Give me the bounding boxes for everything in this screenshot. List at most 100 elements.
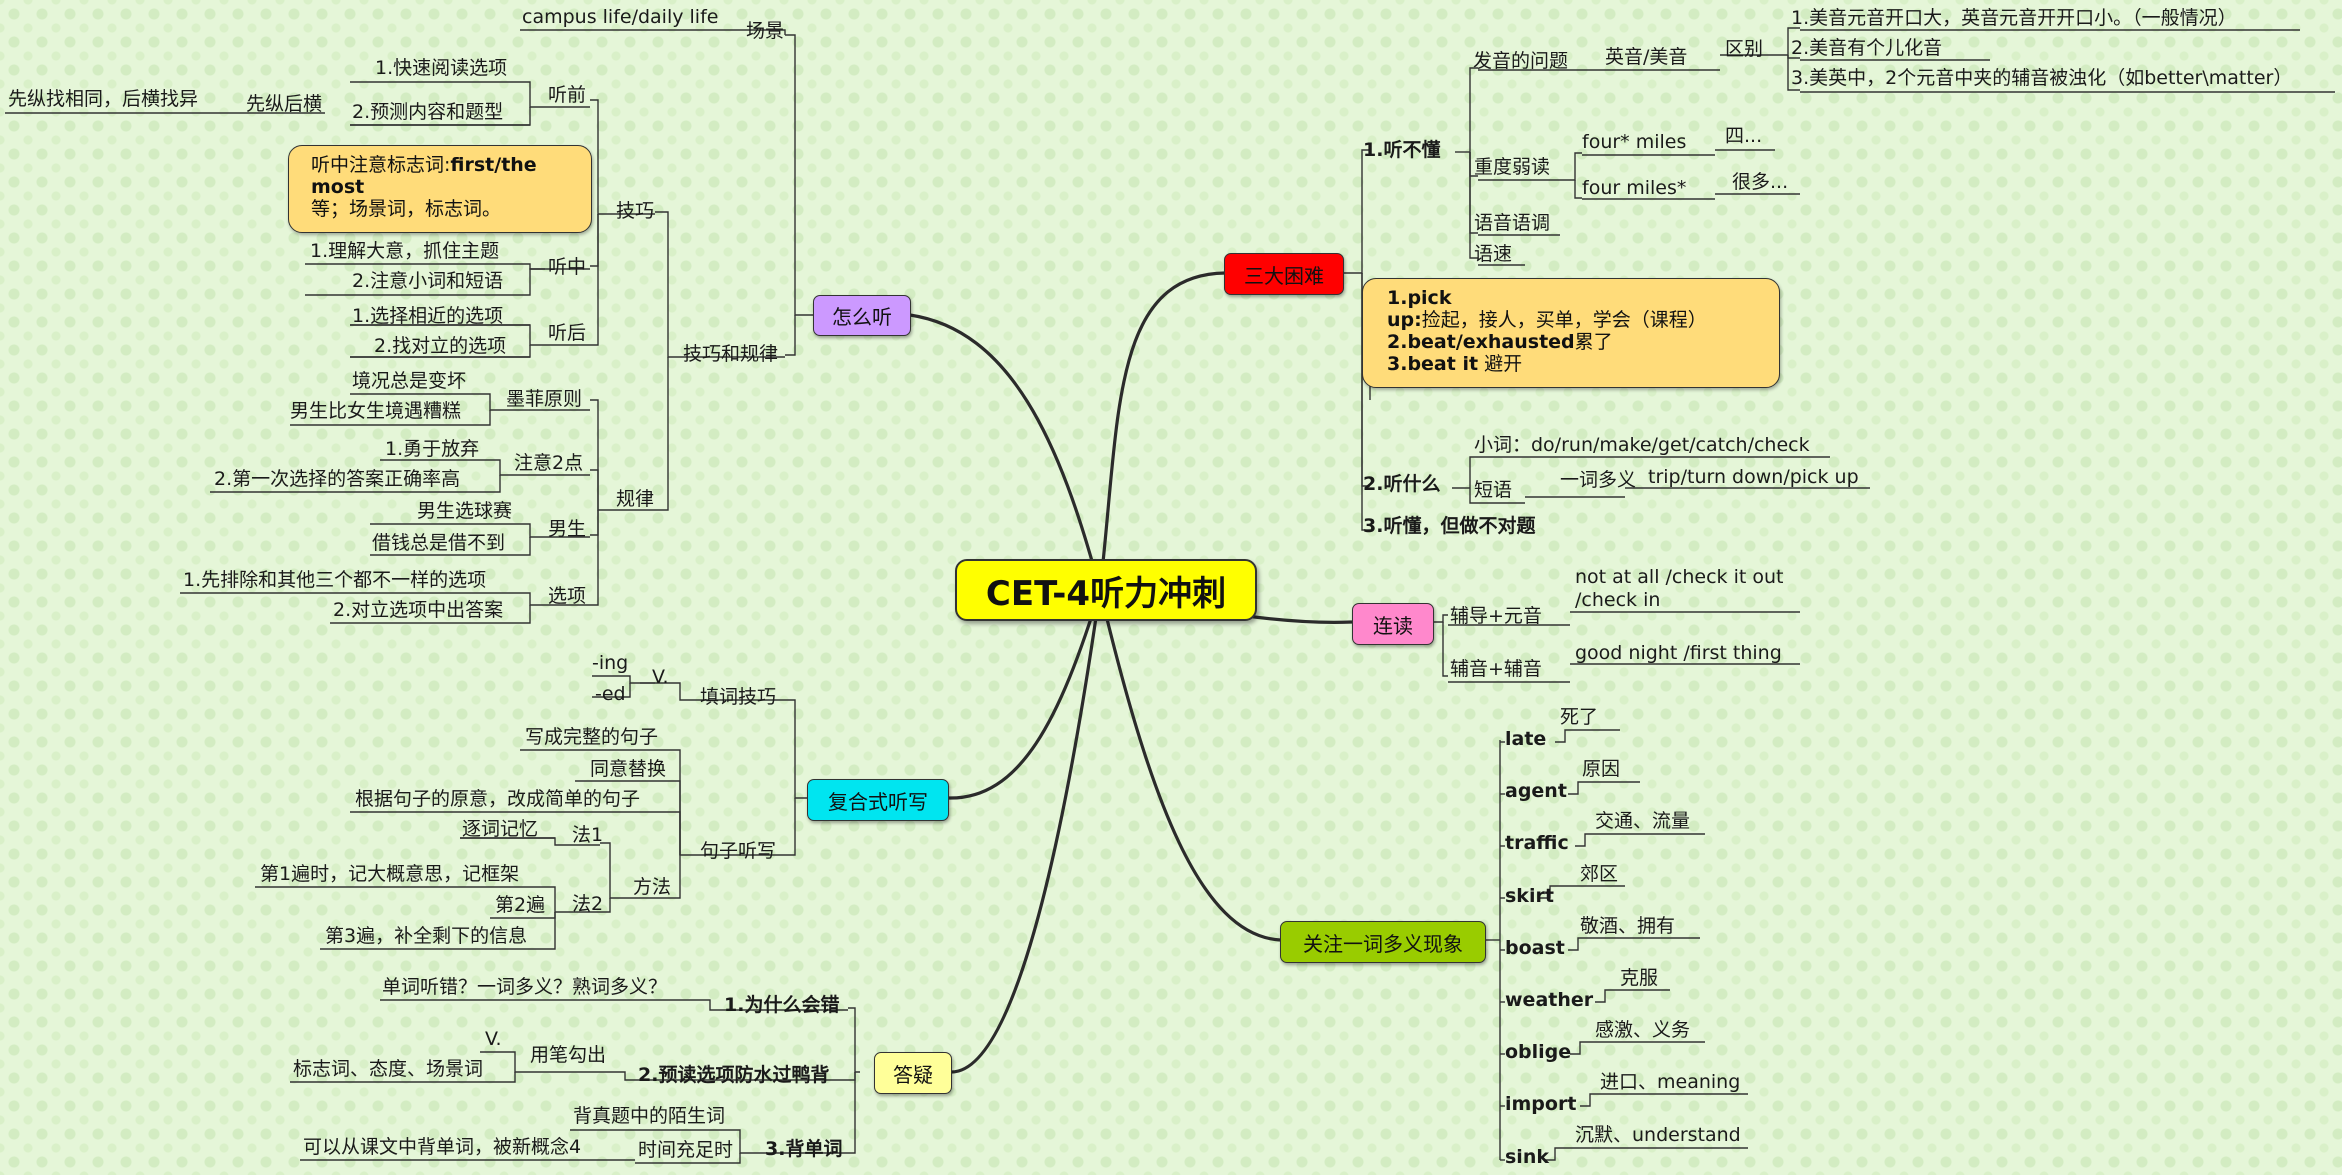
label-yici[interactable]: 一词多义 [1560,469,1637,491]
label-tq1[interactable]: 1.快速阅读选项 [375,57,508,79]
label-qubie[interactable]: 区别 [1725,38,1764,60]
label-four2[interactable]: four miles* [1582,177,1687,199]
label-v[interactable]: V. [652,666,669,688]
label-changjing[interactable]: 场景 [746,20,785,42]
label-biaozhi[interactable]: 标志词、态度、场景词 [293,1058,484,1080]
polysemy-word[interactable]: weather [1505,989,1594,1011]
label-d1-v[interactable]: 单词听错？一词多义？熟词多义？ [382,976,668,998]
label-th2[interactable]: 2.找对立的选项 [374,335,507,357]
label-zy1[interactable]: 1.勇于放弃 [385,438,480,460]
label-ns1[interactable]: 男生选球赛 [417,500,513,522]
label-yuyin[interactable]: 语音语调 [1474,212,1551,234]
polysemy-word[interactable]: skirt [1505,884,1554,907]
polysemy-word[interactable]: agent [1505,780,1567,803]
polysemy-meaning[interactable]: 原因 [1582,758,1621,781]
label-t3[interactable]: 3.听懂，但做不对题 [1363,515,1536,537]
label-juzi[interactable]: 句子听写 [700,840,777,862]
label-mofei[interactable]: 墨菲原则 [506,388,583,410]
label-t2[interactable]: 2.听什么 [1363,473,1441,495]
label-fy[interactable]: 辅导+元音 [1450,605,1542,627]
label-zy2[interactable]: 2.第一次选择的答案正确率高 [214,468,461,490]
label-tq2[interactable]: 2.预测内容和题型 [352,101,504,123]
label-qb2[interactable]: 2.美音有个儿化音 [1791,37,1943,59]
label-jiqiao-guilv[interactable]: 技巧和规律 [683,343,779,365]
topic-guanzhu[interactable]: 关注一词多义现象 [1280,921,1486,963]
label-dayi-v[interactable]: V. [485,1028,502,1050]
label-kewen[interactable]: 可以从课文中背单词，被新概念4 [303,1136,582,1158]
topic-sanda[interactable]: 三大困难 [1224,253,1344,295]
label-j2[interactable]: 同意替换 [590,758,667,780]
polysemy-word[interactable]: oblige [1505,1041,1572,1064]
label-xx1[interactable]: 1.先排除和其他三个都不一样的选项 [183,569,487,591]
polysemy-word[interactable]: import [1505,1093,1577,1116]
polysemy-meaning[interactable]: 郊区 [1580,862,1619,885]
label-xianzong-desc[interactable]: 先纵找相同，后横找异 [8,88,199,110]
label-jiqiao[interactable]: 技巧 [616,200,655,222]
label-yingmei[interactable]: 英音/美音 [1605,46,1688,68]
label-fa2[interactable]: 法2 [572,893,604,915]
polysemy-word[interactable]: boast [1505,936,1565,959]
label-fangfa[interactable]: 方法 [633,876,672,898]
label-fa2-1[interactable]: 第1遍时，记大概意思，记框架 [260,863,520,885]
label-mf1[interactable]: 境况总是变坏 [352,370,467,392]
label-xx2[interactable]: 2.对立选项中出答案 [333,599,504,621]
label-zhenti[interactable]: 背真题中的陌生词 [573,1105,726,1127]
label-four2v[interactable]: 很多... [1732,171,1789,193]
polysemy-meaning[interactable]: 交通、流量 [1595,810,1691,833]
label-qb3[interactable]: 3.美英中，2个元音中夹的辅音被浊化（如better\matter） [1791,67,2293,89]
label-fy-v1[interactable]: not at all /check it out /check in [1575,566,1784,611]
polysemy-meaning[interactable]: 沉默、understand [1575,1123,1741,1146]
label-four1[interactable]: four* miles [1582,131,1687,153]
label-zhongdu[interactable]: 重度弱读 [1474,156,1551,178]
label-tinghou[interactable]: 听后 [548,322,587,344]
label-yici-v[interactable]: trip/turn down/pick up [1648,466,1859,488]
topic-fuhe[interactable]: 复合式听写 [807,779,949,821]
label-xuanxiang[interactable]: 选项 [548,585,587,607]
polysemy-word[interactable]: traffic [1505,832,1569,855]
label-th1[interactable]: 1.选择相近的选项 [352,305,504,327]
polysemy-meaning[interactable]: 克服 [1620,967,1659,989]
label-fa2-3[interactable]: 第3遍，补全剩下的信息 [325,925,528,947]
label-fa2-2[interactable]: 第2遍 [495,894,546,916]
label-ff-v[interactable]: good night /first thing [1575,642,1782,664]
label-guilv[interactable]: 规律 [616,488,655,510]
label-tingzhong[interactable]: 听中 [548,256,587,278]
polysemy-meaning[interactable]: 进口、meaning [1600,1071,1741,1094]
label-d1[interactable]: 1.为什么会错 [724,994,840,1016]
central-topic[interactable]: CET-4听力冲刺 [955,559,1257,621]
label-ff[interactable]: 辅音+辅音 [1450,658,1542,680]
label-d2[interactable]: 2.预读选项防水过鸭背 [638,1064,830,1086]
label-zhuyi[interactable]: 注意2点 [514,452,584,474]
topic-liandu[interactable]: 连读 [1352,603,1434,645]
polysemy-meaning[interactable]: 感激、义务 [1595,1019,1691,1042]
label-j1[interactable]: 写成完整的句子 [525,726,659,748]
label-mf2[interactable]: 男生比女生境遇糟糕 [290,400,462,422]
topic-zenmeting[interactable]: 怎么听 [813,295,911,336]
polysemy-meaning[interactable]: 敬酒、拥有 [1580,914,1676,937]
label-nansheng[interactable]: 男生 [548,518,587,540]
polysemy-word[interactable]: late [1505,728,1547,750]
label-xiaoci[interactable]: 小词：do/run/make/get/catch/check [1474,434,1810,456]
topic-dayi[interactable]: 答疑 [874,1052,952,1094]
label-ed[interactable]: -ed [595,683,626,705]
label-tz2[interactable]: 2.注意小词和短语 [352,270,504,292]
label-campus[interactable]: campus life/daily life [522,6,719,28]
polysemy-word[interactable]: sink [1505,1145,1549,1168]
label-xianzong[interactable]: 先纵后横 [246,93,323,115]
label-fa1-v[interactable]: 逐词记忆 [462,818,539,840]
label-tz1[interactable]: 1.理解大意，抓住主题 [310,240,500,262]
label-ns2[interactable]: 借钱总是借不到 [372,532,506,554]
label-tianci[interactable]: 填词技巧 [700,686,777,708]
label-ing[interactable]: -ing [592,652,629,674]
label-yusu[interactable]: 语速 [1474,243,1513,265]
label-shijian[interactable]: 时间充足时 [638,1139,734,1161]
label-four1v[interactable]: 四... [1725,125,1763,147]
label-fa1[interactable]: 法1 [572,824,604,846]
label-qb1[interactable]: 1.美音元音开口大，英音元音开开口小。（一般情况） [1791,7,2237,29]
label-duanyu[interactable]: 短语 [1474,479,1513,501]
label-j3[interactable]: 根据句子的原意，改成简单的句子 [355,788,641,810]
polysemy-meaning[interactable]: 死了 [1560,706,1599,728]
label-t1[interactable]: 1.听不懂 [1363,139,1441,161]
label-fayin[interactable]: 发音的问题 [1473,50,1569,72]
label-tingqian[interactable]: 听前 [548,84,587,106]
